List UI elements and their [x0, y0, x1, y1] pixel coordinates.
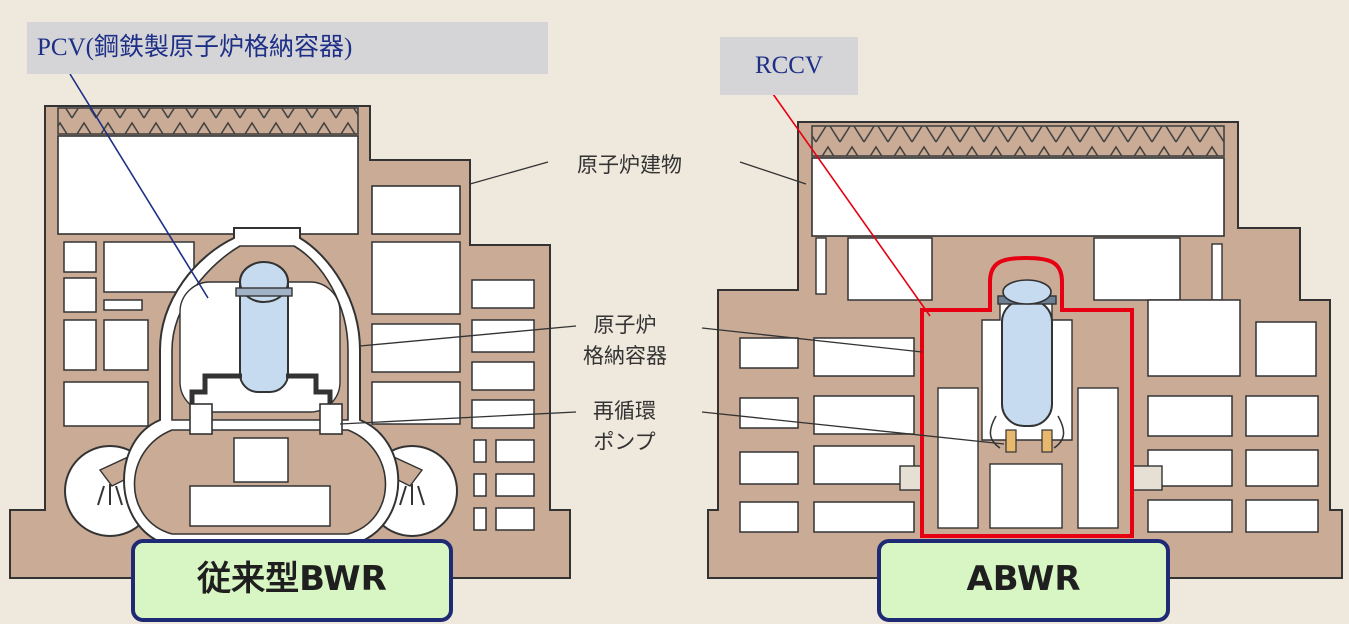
abwr-vessel-head	[1002, 279, 1052, 305]
abwr-pedestal	[989, 463, 1063, 529]
abwr-drywell	[937, 387, 979, 529]
bwr-room	[63, 381, 149, 427]
bwr-room	[495, 439, 535, 463]
bwr-room	[103, 299, 143, 311]
abwr-room	[1147, 499, 1233, 533]
bwr-room	[63, 277, 97, 313]
bwr-room	[471, 279, 535, 309]
bwr-room	[371, 381, 461, 425]
abwr-vent	[1129, 465, 1163, 491]
abwr-upper-room	[1093, 237, 1181, 301]
containment-label-line2: 格納容器	[583, 344, 667, 368]
bwr-room	[473, 473, 487, 497]
bwr-recirc-pump-left	[189, 403, 213, 435]
abwr-top-hall	[811, 157, 1225, 237]
building-leader-right	[739, 161, 807, 185]
abwr-room	[813, 501, 915, 533]
abwr-room	[1245, 449, 1319, 487]
pcv-callout: PCV(鋼鉄製原子炉格納容器)	[27, 22, 548, 74]
bwr-recirc-pump-right	[319, 403, 343, 435]
abwr-room	[739, 337, 799, 369]
abwr-room	[1147, 299, 1241, 377]
containment-leader-right	[701, 327, 923, 353]
leader-lines	[69, 73, 1005, 445]
bwr-room	[473, 439, 487, 463]
abwr-room	[739, 451, 799, 485]
bwr-room	[471, 319, 535, 353]
abwr-room	[1255, 321, 1317, 377]
bwr-title: 従来型BWR	[131, 539, 453, 622]
recirc-pump-label-line2: ポンプ	[593, 430, 656, 454]
abwr-building	[707, 121, 1343, 579]
bwr-vessel-flange	[235, 287, 293, 297]
abwr-room	[813, 445, 915, 485]
bwr-lower-room	[189, 485, 331, 527]
pump-leader-right	[701, 411, 1005, 445]
abwr-drywell	[1077, 387, 1119, 529]
bwr-building	[9, 105, 571, 579]
bwr-roof-truss	[57, 107, 359, 135]
bwr-room	[371, 241, 461, 315]
building-leader-left	[469, 161, 549, 185]
bwr-pedestal	[233, 437, 289, 483]
reactor-building-text: 原子炉建物	[577, 153, 682, 177]
rccv-leader	[772, 93, 931, 317]
abwr-upper-room	[847, 237, 933, 301]
containment-label-line1: 原子炉	[593, 313, 657, 337]
abwr-roof-truss	[811, 125, 1225, 157]
bwr-top-hall	[57, 135, 359, 235]
containment-leader-left	[359, 325, 577, 347]
abwr-room	[813, 337, 915, 377]
bwr-room	[63, 319, 97, 371]
reactor-building-label: 原子炉建物	[574, 150, 685, 181]
abwr-reactor-vessel	[1001, 299, 1053, 427]
bwr-room	[471, 361, 535, 391]
bwr-room	[63, 241, 97, 273]
bwr-room	[473, 507, 487, 531]
bwr-room	[495, 473, 535, 497]
abwr-room	[739, 397, 799, 429]
abwr-room	[1245, 499, 1319, 533]
rccv-callout: RCCV	[720, 37, 858, 95]
pump-leader-left	[339, 411, 577, 425]
abwr-internal-pump	[1041, 429, 1053, 453]
abwr-upper-room	[815, 237, 827, 295]
containment-label: 原子炉 格納容器	[580, 310, 670, 372]
pcv-leader	[69, 73, 209, 299]
bwr-room	[371, 323, 461, 373]
bwr-room	[471, 399, 535, 429]
abwr-room	[1245, 395, 1319, 437]
abwr-internal-pump	[1005, 429, 1017, 453]
abwr-room	[739, 501, 799, 533]
bwr-upper-room	[371, 185, 461, 235]
abwr-room	[1147, 395, 1233, 437]
bwr-room	[103, 319, 149, 371]
recirc-pump-label: 再循環 ポンプ	[590, 396, 659, 458]
bwr-room	[495, 507, 535, 531]
abwr-room	[813, 395, 915, 435]
abwr-title: ABWR	[877, 539, 1170, 622]
abwr-upper-room	[1211, 243, 1223, 301]
recirc-pump-label-line1: 再循環	[593, 399, 656, 423]
